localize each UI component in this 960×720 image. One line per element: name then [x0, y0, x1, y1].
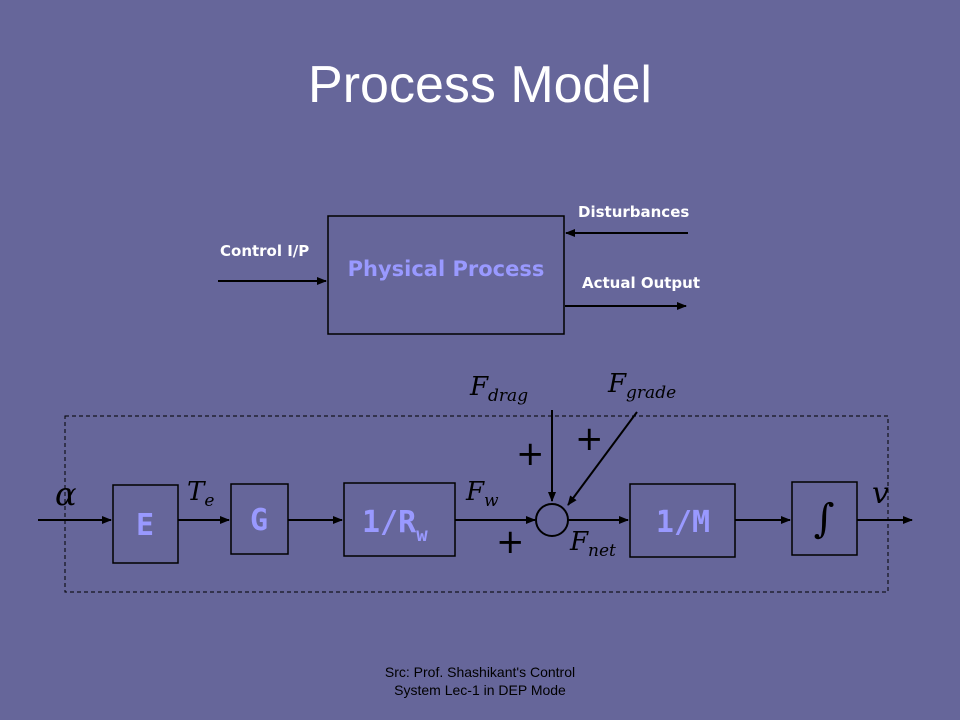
drag-sign: + [516, 434, 545, 474]
block-e-label: E [136, 508, 154, 543]
grade-force-label: Fgrade [607, 369, 676, 403]
wheel-force-label: Fw [465, 477, 499, 511]
integral-icon: ∫ [814, 496, 835, 542]
net-force-label: Fnet [569, 527, 616, 561]
grade-force-arrow [567, 411, 638, 506]
wheel-force-sign: + [496, 522, 525, 562]
block-rw-label: 1/Rw [362, 505, 428, 546]
control-input-label: Control I/P [220, 242, 309, 260]
block-m-label: 1/M [656, 505, 710, 540]
slide-title: Process Model [308, 56, 652, 114]
torque-label: Te [187, 477, 214, 511]
disturbance-label: Disturbances [578, 203, 689, 221]
physical-process-block [327, 215, 565, 335]
velocity-label: v [872, 476, 889, 511]
block-m [629, 483, 736, 558]
block-g-label: G [250, 503, 268, 538]
block-integrator [791, 481, 858, 556]
physical-process-diagram: Physical Process Control I/P Disturbance… [218, 203, 700, 335]
alpha-label: α [55, 475, 77, 513]
block-g [230, 483, 289, 555]
block-e [112, 484, 179, 564]
grade-sign: + [575, 419, 604, 459]
source-note: Src: Prof. Shashikant's Control System L… [280, 663, 680, 699]
physical-process-label: Physical Process [348, 257, 545, 281]
source-note-line-2: System Lec-1 in DEP Mode [394, 682, 566, 698]
source-note-line-1: Src: Prof. Shashikant's Control [384, 664, 576, 680]
summing-junction [535, 503, 569, 537]
drag-force-label: Fdrag [469, 372, 528, 406]
block-rw [343, 482, 456, 557]
actual-output-label: Actual Output [582, 274, 700, 292]
system-boundary [64, 415, 889, 593]
vehicle-block-diagram: E G 1/Rw 1/M ∫ α Te Fw Fnet Fdrag Fgrade… [38, 369, 913, 593]
